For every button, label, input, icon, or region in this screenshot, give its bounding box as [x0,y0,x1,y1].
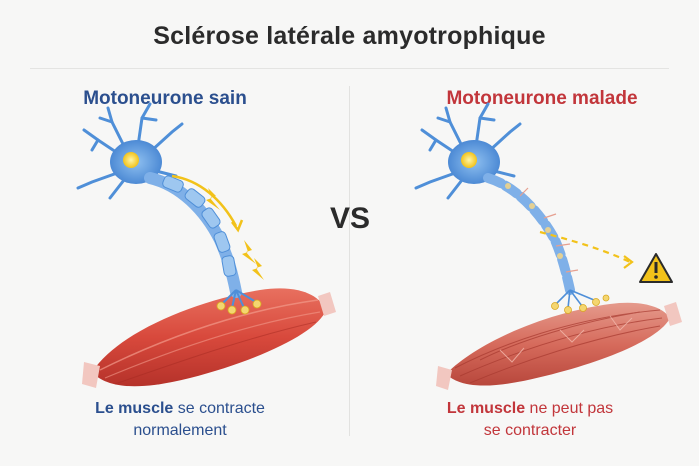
page-title: Sclérose latérale amyotrophique [153,22,546,50]
healthy-caption-rest-1: se contracte [173,400,265,417]
vs-label: VS [329,202,371,235]
diseased-neuron [414,102,634,314]
diseased-caption-bold: Le muscle [446,400,526,417]
healthy-muscle [82,288,336,388]
warning-icon [639,253,673,283]
diseased-caption-rest-2: se contracter [483,422,577,439]
title-divider [30,68,669,69]
diseased-caption: Le muscle ne peut pas se contracter [400,398,660,442]
healthy-panel-title: Motoneurone sain [83,88,247,109]
healthy-caption-rest-2: normalement [133,422,227,439]
diseased-muscle [436,302,682,390]
panel-divider [349,86,350,436]
diseased-caption-rest-1: ne peut pas [525,400,614,417]
healthy-caption-bold: Le muscle [95,400,174,417]
diseased-panel-title: Motoneurone malade [446,88,638,109]
healthy-neuron [76,102,262,315]
healthy-caption: Le muscle se contracte normalement [50,398,310,442]
lightning-icon [206,188,264,280]
